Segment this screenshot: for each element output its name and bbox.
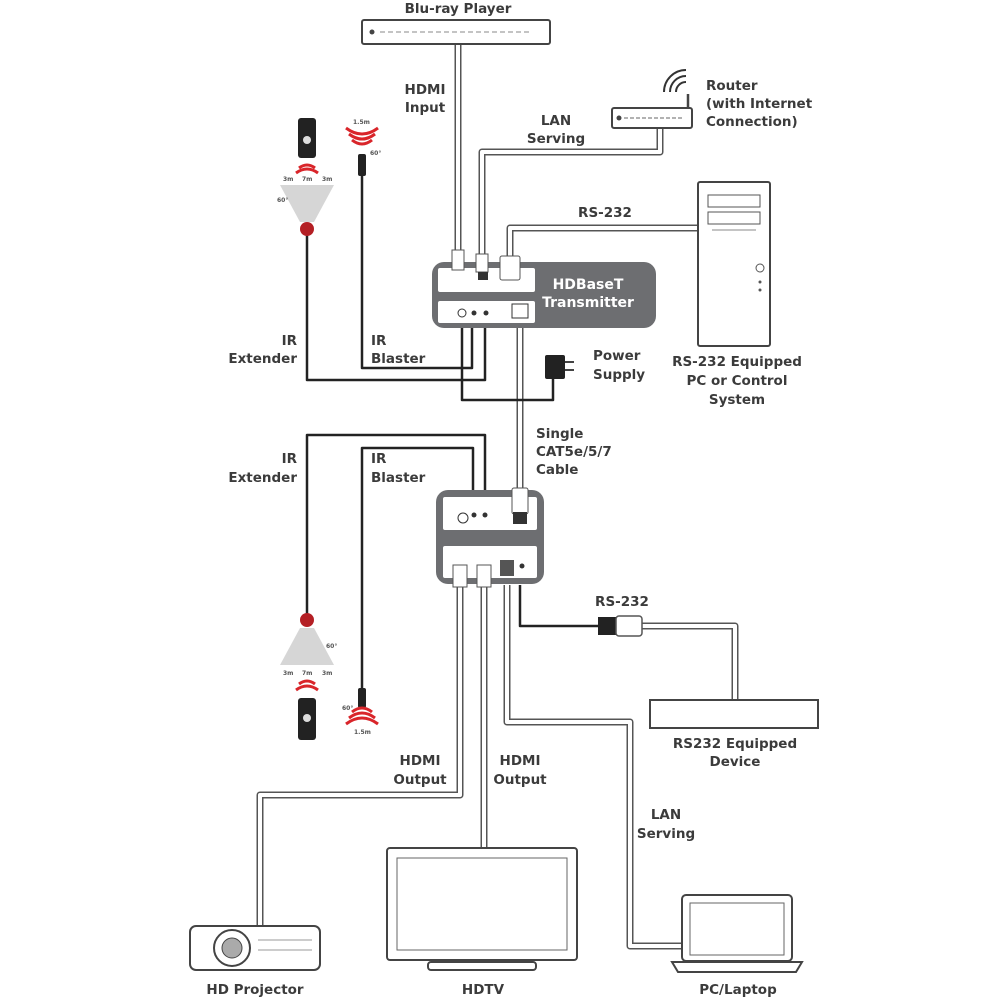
ir-extender-eye <box>300 613 314 627</box>
pc-label-1: RS-232 Equipped <box>672 354 802 370</box>
cat-label-2: CAT5e/5/7 <box>536 444 612 460</box>
lan-cable-top <box>478 128 664 258</box>
ir-blaster-tx: 1.5m 60° <box>345 119 381 176</box>
ir-blaster-rx-label-1: IR <box>371 451 387 467</box>
cat-label-3: Cable <box>536 462 578 478</box>
ir-blaster-tx-label-2: Blaster <box>371 351 426 367</box>
ir-waves-icon <box>295 163 319 175</box>
ir-coverage-cone <box>280 185 334 222</box>
laptop-label: PC/Laptop <box>699 982 777 998</box>
hdtv-label: HDTV <box>462 982 505 998</box>
ir-blaster-rx: 60° 1.5m <box>342 688 379 736</box>
bluray-label: Blu-ray Player <box>405 1 512 17</box>
ir-extender-rx-label-2: Extender <box>228 470 297 486</box>
angle-label: 60° <box>326 643 337 650</box>
power-supply-icon <box>545 355 574 379</box>
power-label-2: Supply <box>593 367 645 383</box>
lan-serving-top-label-2: Serving <box>527 131 585 147</box>
blaster-range: 1.5m <box>354 729 371 736</box>
ir-extender-cable-rx <box>305 433 487 615</box>
rs232-device <box>649 699 819 729</box>
router <box>611 69 693 129</box>
side-range-right: 3m <box>322 670 332 677</box>
wifi-icon <box>663 69 687 93</box>
lan-serving-bottom-label-2: Serving <box>637 826 695 842</box>
angle-label: 60° <box>277 197 288 204</box>
pc-tower <box>697 181 771 347</box>
blaster-range: 1.5m <box>353 119 370 126</box>
rs232-top-label: RS-232 <box>578 205 632 221</box>
ir-extender-eye <box>300 222 314 236</box>
hdtv <box>386 847 578 971</box>
rs232-device-label-1: RS232 Equipped <box>673 736 797 752</box>
ir-extender-rx-label-1: IR <box>282 451 298 467</box>
hdmi-output-2-label-2: Output <box>493 772 547 788</box>
blaster-angle: 60° <box>342 705 353 712</box>
side-range-left: 3m <box>283 670 293 677</box>
ir-waves-icon <box>345 706 379 726</box>
db9-connector-black <box>598 617 616 635</box>
rs232-bottom-label: RS-232 <box>595 594 649 610</box>
transmitter-label-line1: HDBaseT <box>553 277 624 293</box>
projector-label: HD Projector <box>206 982 304 998</box>
rs232-cable-bottom <box>518 585 739 700</box>
router-label-2: (with Internet <box>706 96 813 112</box>
ir-remote-tx: 3m 7m 3m 60° <box>277 118 334 236</box>
hdbaset-transmitter: HDBaseT Transmitter <box>432 249 656 328</box>
lan-serving-top-label-1: LAN <box>541 113 571 129</box>
ir-coverage-cone <box>280 628 334 665</box>
ir-waves-icon <box>345 126 379 146</box>
power-cable <box>460 318 555 402</box>
router-label-1: Router <box>706 78 758 94</box>
router-label-3: Connection) <box>706 114 798 130</box>
cat-label-1: Single <box>536 426 583 442</box>
side-range-left: 3m <box>283 176 293 183</box>
pc-label-2: PC or Control <box>687 373 788 389</box>
hdmi-input-label-1: HDMI <box>405 82 446 98</box>
ir-waves-icon <box>295 679 319 692</box>
rs232-cable-top <box>506 224 698 258</box>
ir-extender-tx-label-1: IR <box>282 333 298 349</box>
hdmi-input-label-2: Input <box>405 100 446 116</box>
lan-cable-bottom <box>503 585 684 950</box>
hdmi-output-cable-1 <box>256 585 464 928</box>
center-range: 7m <box>302 670 312 677</box>
hdmi-output-2-label-1: HDMI <box>500 753 541 769</box>
ir-blaster-tx-label-1: IR <box>371 333 387 349</box>
ir-blaster-cable-tx <box>360 175 474 370</box>
ir-extender-tx-label-2: Extender <box>228 351 297 367</box>
lan-serving-bottom-label-1: LAN <box>651 807 681 823</box>
rs232-device-label-2: Device <box>710 754 761 770</box>
side-range-right: 3m <box>322 176 332 183</box>
pc-label-3: System <box>709 392 765 408</box>
hdmi-output-1-label-2: Output <box>393 772 447 788</box>
ir-remote-rx: 3m 7m 3m 60° <box>280 613 337 740</box>
transmitter-label-line2: Transmitter <box>542 295 634 311</box>
ir-blaster-cable-rx <box>360 446 475 690</box>
db9-connector-white <box>615 615 643 637</box>
hdbaset-receiver <box>436 487 544 588</box>
ir-extender-cable-tx <box>305 235 487 382</box>
ir-blaster-rx-label-2: Blaster <box>371 470 426 486</box>
blaster-angle: 60° <box>370 150 381 157</box>
laptop <box>670 894 804 973</box>
bluray-player <box>361 19 551 45</box>
hdmi-output-1-label-1: HDMI <box>400 753 441 769</box>
hd-projector <box>189 925 321 971</box>
power-label-1: Power <box>593 348 641 364</box>
center-range: 7m <box>302 176 312 183</box>
